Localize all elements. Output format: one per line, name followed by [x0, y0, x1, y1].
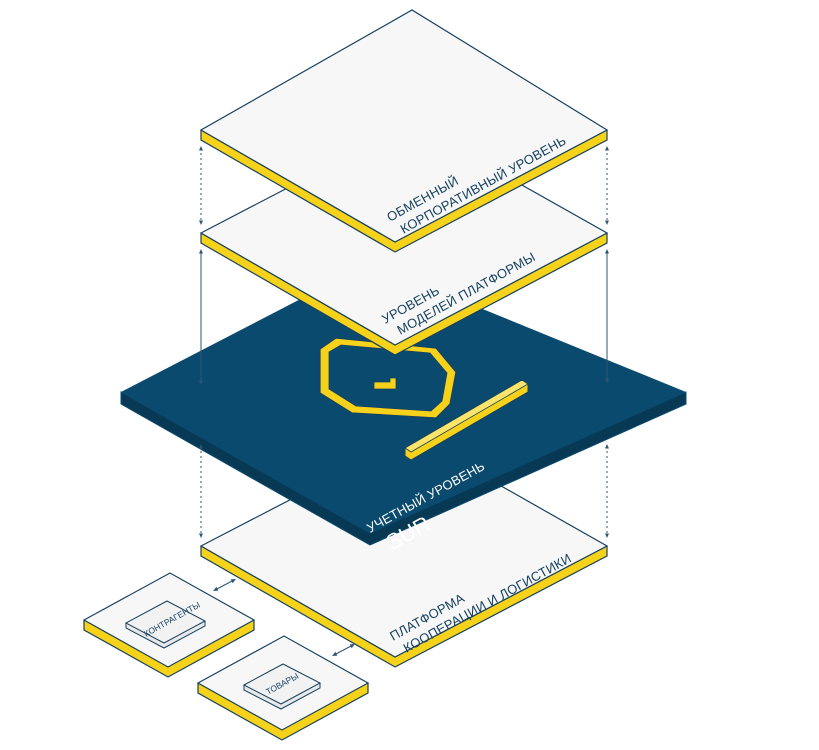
layer-connectors	[199, 146, 609, 538]
sur-logo-icon	[319, 337, 457, 419]
accounting-bar	[404, 379, 529, 461]
goods-module: ТОВАРЫ	[196, 635, 370, 741]
accounting-layer: УЧЕТНЫЙ УРОВЕНЬ SUR	[120, 263, 687, 555]
counterparties-chip: КОНТРАГЕНТЫ	[124, 600, 207, 649]
goods-chip: ТОВАРЫ	[242, 663, 322, 710]
goods-connector	[332, 643, 355, 657]
counterparties-module: КОНТРАГЕНТЫ	[82, 572, 256, 678]
counterparties-connector	[213, 578, 236, 592]
